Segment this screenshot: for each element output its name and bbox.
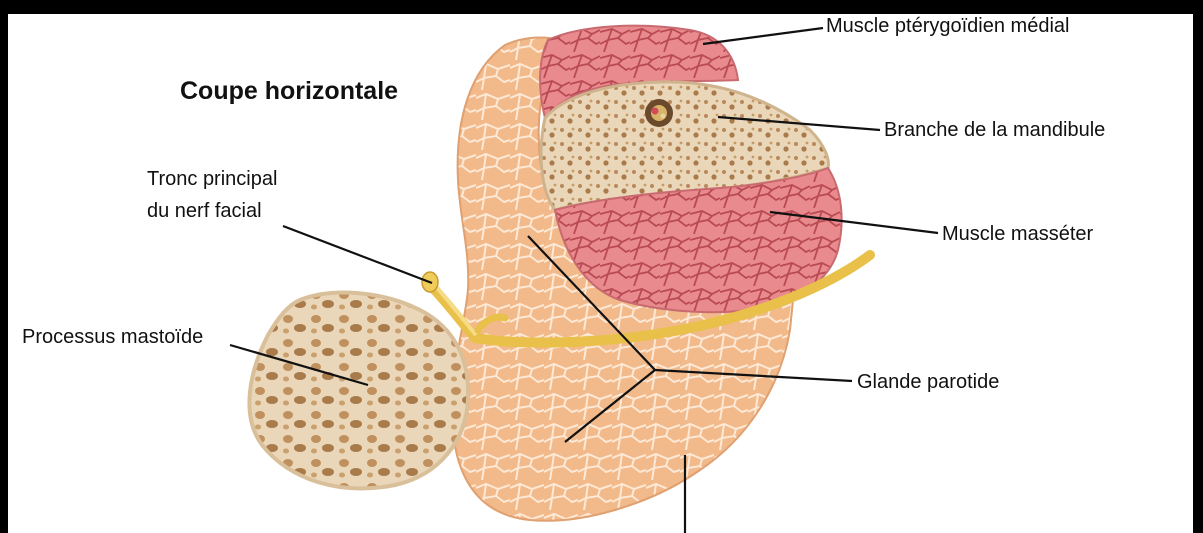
label-masseter-muscle: Muscle masséter <box>942 223 1093 245</box>
label-parotid-gland: Glande parotide <box>857 371 999 393</box>
figure-title: Coupe horizontale <box>180 77 398 105</box>
mastoid-process <box>249 293 468 489</box>
label-mandible-ramus: Branche de la mandibule <box>884 119 1105 141</box>
label-facial-nerve-line2: du nerf facial <box>147 200 262 222</box>
label-pterygoid-muscle: Muscle ptérygoïdien médial <box>826 15 1069 37</box>
label-mastoid-process: Processus mastoïde <box>22 326 203 348</box>
label-facial-nerve-line1: Tronc principal <box>147 168 277 190</box>
